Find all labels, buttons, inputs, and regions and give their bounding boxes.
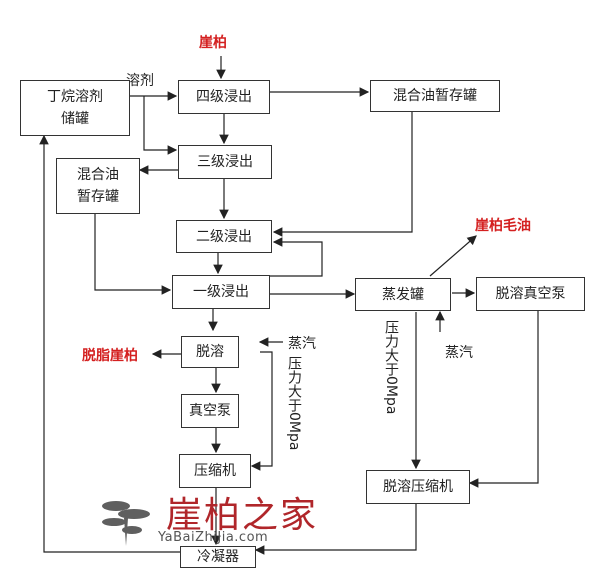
mixed-oil-tank-right: 混合油暂存罐 — [370, 80, 500, 112]
watermark-tree-logo — [102, 501, 150, 546]
arrow-desolvent-compressor-to-condenser — [254, 504, 417, 555]
input-label: 崖柏 — [199, 35, 227, 51]
steam-label-right: 蒸汽 — [445, 345, 473, 361]
watermark-text-en: YaBaiZhiJia.com — [158, 530, 269, 545]
desolvent-vacuum-pump: 脱溶真空泵 — [476, 277, 585, 311]
vacuum-pump: 真空泵 — [181, 394, 239, 428]
evaporator: 蒸发罐 — [355, 278, 451, 311]
arrow-pressure-to-compressor — [250, 351, 273, 471]
desolvent-compressor: 脱溶压缩机 — [366, 470, 470, 504]
stage4-extraction: 四级浸出 — [178, 80, 270, 114]
arrow-stage1-loop-to-stage2 — [270, 237, 323, 277]
crude-oil-output: 崖柏毛油 — [475, 218, 531, 234]
mixed-oil-tank-left: 混合油 暂存罐 — [56, 158, 140, 214]
stage1-extraction: 一级浸出 — [172, 275, 270, 309]
arrow-condenser-to-butane-tank — [39, 134, 180, 553]
arrow-vacuum-to-desolvent-compressor — [468, 311, 539, 488]
solvent-label: 溶剂 — [126, 73, 154, 89]
desolvent: 脱溶 — [181, 336, 239, 368]
watermark-text-cn: 崖柏之家 — [166, 495, 319, 536]
pressure-label-right: 压力大于0Mpa — [383, 320, 399, 415]
stage2-extraction: 二级浸出 — [176, 220, 272, 253]
pressure-label-left: 压力大于0Mpa — [286, 356, 302, 451]
steam-label-left: 蒸汽 — [288, 336, 316, 352]
arrow-solvent-to-stage3 — [143, 96, 178, 155]
compressor: 压缩机 — [179, 454, 251, 488]
arrow-evaporator-to-crude-oil — [429, 235, 477, 277]
stage3-extraction: 三级浸出 — [178, 145, 272, 179]
arrow-mixedoil-left-to-stage1 — [94, 213, 172, 295]
butane-solvent-tank: 丁烷溶剂 储罐 — [20, 80, 130, 136]
condenser: 冷凝器 — [180, 546, 256, 568]
arrow-mixedoil-to-stage2 — [272, 112, 413, 237]
defatted-output: 脱脂崖柏 — [82, 348, 138, 364]
